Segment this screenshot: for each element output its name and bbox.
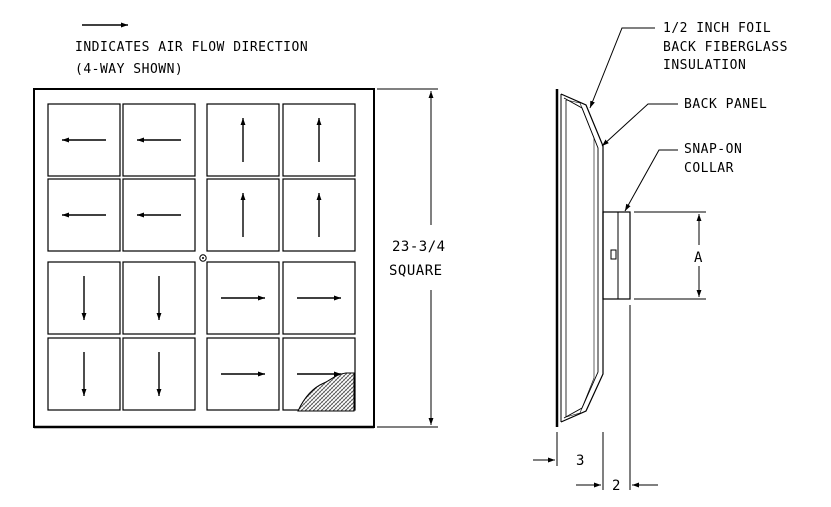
louver-cell <box>206 103 280 177</box>
louver-cell <box>122 261 196 335</box>
back-panel-label: BACK PANEL <box>684 97 767 112</box>
louver-cell <box>206 261 280 335</box>
collar-leader <box>624 149 678 212</box>
dim-2-label: 2 <box>612 478 621 494</box>
housing-inner <box>563 97 599 419</box>
collar-label-1: SNAP-ON <box>684 142 742 157</box>
center-screw <box>199 254 207 262</box>
front-view <box>33 88 375 429</box>
collar-latch <box>610 249 617 260</box>
side-annotations: 1/2 INCH FOIL BACK FIBERGLASS INSULATION… <box>589 21 788 212</box>
snap-on-collar <box>602 211 631 300</box>
legend-line-1: INDICATES AIR FLOW DIRECTION <box>75 40 308 55</box>
collar-label-2: COLLAR <box>684 161 734 176</box>
louver-cell <box>206 178 280 252</box>
louver-cell <box>47 103 121 177</box>
louver-cell <box>122 337 196 411</box>
insulation-leader <box>589 27 655 109</box>
louver-cell <box>282 103 356 177</box>
housing-outer <box>560 93 604 423</box>
legend-line-2: (4-WAY SHOWN) <box>75 62 183 77</box>
legend: INDICATES AIR FLOW DIRECTION (4-WAY SHOW… <box>75 22 308 77</box>
louver-cell <box>47 337 121 411</box>
square-dimension: 23-3/4 SQUARE <box>377 88 446 428</box>
side-view <box>555 89 631 427</box>
collar-dimension-a: A <box>634 211 706 300</box>
insulation-line-3: INSULATION <box>663 58 746 73</box>
louver-cell <box>282 261 356 335</box>
dim-3-label: 3 <box>576 453 585 469</box>
insulation-line-1: 1/2 INCH FOIL <box>663 21 771 36</box>
insulation-cutaway <box>297 372 355 412</box>
back-panel-leader <box>601 103 678 147</box>
louver-cell <box>47 178 121 252</box>
insulation-line-2: BACK FIBERGLASS <box>663 40 788 55</box>
louver-cell <box>206 337 280 411</box>
louver-cell <box>282 178 356 252</box>
louver-cell <box>122 103 196 177</box>
louver-cell <box>122 178 196 252</box>
louver-cell <box>47 261 121 335</box>
size-line-1: 23-3/4 <box>392 239 446 255</box>
depth-dimensions: 3 2 <box>533 305 658 494</box>
louver-grid <box>47 103 356 411</box>
dim-a-label: A <box>694 250 703 266</box>
size-line-2: SQUARE <box>389 263 443 279</box>
